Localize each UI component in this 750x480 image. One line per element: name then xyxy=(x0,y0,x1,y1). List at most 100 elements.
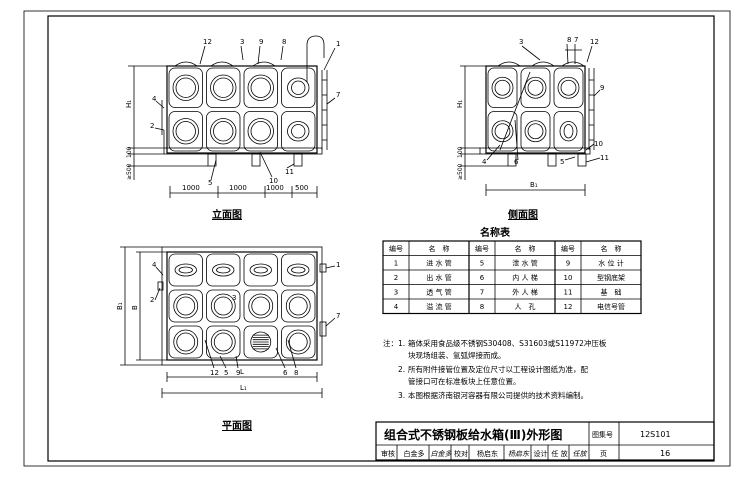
side-callout-7: 7 xyxy=(574,36,578,44)
plan-dim-b: B xyxy=(131,305,139,310)
legend-cell: 水 位 计 xyxy=(598,259,623,268)
side-callout-11: 11 xyxy=(600,154,609,162)
plan-dim-l: L xyxy=(240,368,244,376)
side-dim-b1: B₁ xyxy=(530,181,538,189)
plan-panel xyxy=(281,289,316,323)
elevation-steel-frame xyxy=(163,147,323,155)
side-panel xyxy=(520,111,551,152)
note-1-line-2: 块现场组装、氩弧焊接而成。 xyxy=(408,350,506,360)
notes-label: 注： xyxy=(383,338,398,348)
plan-dim-b1: B₁ xyxy=(116,302,124,310)
plan-panel xyxy=(281,253,316,287)
plan-callout-7: 7 xyxy=(336,312,340,320)
legend-cell: 进 水 管 xyxy=(426,259,451,268)
plan-callout-3: 3 xyxy=(232,294,236,302)
legend-cell: 3 xyxy=(394,289,398,297)
side-panel xyxy=(487,111,518,152)
note-3-num: 3. xyxy=(398,391,405,400)
plan-callout-8: 8 xyxy=(294,369,298,377)
side-callout-9: 9 xyxy=(600,84,604,92)
side-dim-base2: 100 xyxy=(457,146,464,158)
legend-cell: 基 础 xyxy=(601,288,622,297)
elev-callout-9: 9 xyxy=(259,38,263,46)
elevation-view: 1000 1000 1000 500 H₁ 100 ≥500 12 3 9 8 … xyxy=(125,35,340,221)
legend-cell: 泄 水 管 xyxy=(512,259,537,268)
elevation-panel xyxy=(243,111,278,152)
side-callout-6: 6 xyxy=(514,158,519,166)
legend-cell: 8 xyxy=(480,303,484,311)
legend-cell: 型钢底架 xyxy=(597,273,625,282)
notes-block: 注： 1. 箱体采用食品级不锈钢S30408、S31603或S11972冲压板 … xyxy=(383,338,607,400)
elevation-panel xyxy=(168,111,203,152)
signature: 任放 xyxy=(573,450,588,458)
plan-tank-body xyxy=(166,251,318,361)
plan-view: L L₁ B₁ B 4 2 1 3 7 12 5 9 6 8 xyxy=(116,246,340,432)
elev-callout-2: 2 xyxy=(150,122,154,130)
elev-dim-2: 1000 xyxy=(229,184,247,192)
side-dim-h1: H₁ xyxy=(456,100,464,108)
elevation-panel xyxy=(281,67,316,108)
legend-header-cell: 编号 xyxy=(475,244,489,253)
plan-dim-l1: L₁ xyxy=(240,384,247,392)
legend-cell: 9 xyxy=(566,260,570,268)
plan-callout-1: 1 xyxy=(336,261,340,269)
elevation-title: 立面图 xyxy=(212,208,242,221)
elev-dim-3: 1000 xyxy=(266,184,284,192)
page-number: 16 xyxy=(660,449,670,458)
legend-cell: 内 人 梯 xyxy=(512,273,537,282)
legend-cell: 12 xyxy=(564,303,573,311)
plan-panel xyxy=(243,325,278,359)
note-2-line-2: 管接口可在标准板块上任意位置。 xyxy=(408,376,521,386)
legend-cell: 10 xyxy=(564,274,573,282)
title-block-cell: 设计 xyxy=(534,449,548,458)
side-callout-4: 4 xyxy=(482,158,487,166)
elev-callout-7: 7 xyxy=(336,91,340,99)
side-panel xyxy=(553,111,584,152)
elev-dim-1: 1000 xyxy=(182,184,200,192)
legend-cell: 溢 流 管 xyxy=(426,302,451,311)
plan-panel xyxy=(243,253,278,287)
legend-header-cell: 名 称 xyxy=(601,244,622,253)
elev-callout-11: 11 xyxy=(285,168,294,176)
plan-callout-2: 2 xyxy=(150,296,154,304)
legend-cell: 6 xyxy=(480,274,485,282)
note-2-num: 2. xyxy=(398,365,405,374)
title-block-cell: 校对 xyxy=(454,449,468,458)
plan-title: 平面图 xyxy=(222,420,252,432)
plan-callout-12: 12 xyxy=(210,369,219,377)
legend-cell: 11 xyxy=(564,289,573,297)
elevation-panel xyxy=(206,67,241,108)
inner-frame xyxy=(47,15,715,462)
title-block-cell: 任 放 xyxy=(551,449,567,458)
drawing-title: 组合式不锈钢板给水箱(Ⅲ)外形图 xyxy=(384,427,562,442)
elev-callout-8: 8 xyxy=(282,38,286,46)
note-2-line-1: 所有附件接管位置及定位尺寸以工程设计图纸为准，配 xyxy=(408,364,588,374)
title-block-cell: 白金多 xyxy=(404,449,425,458)
elev-callout-4: 4 xyxy=(152,95,157,103)
plan-callout-6: 6 xyxy=(283,369,288,377)
side-view: B₁ H₁ 100 ≥500 3 8 7 12 9 4 6 10 5 11 侧面… xyxy=(456,36,609,221)
plan-panel xyxy=(168,325,203,359)
legend-header-cell: 名 称 xyxy=(429,244,450,253)
side-panel xyxy=(487,67,518,108)
legend-title: 名称表 xyxy=(480,226,511,239)
elev-callout-10: 10 xyxy=(269,177,278,185)
plan-panel xyxy=(206,325,241,359)
side-panel xyxy=(520,67,551,108)
side-callout-12: 12 xyxy=(590,38,599,46)
side-panel xyxy=(553,67,584,108)
plan-callout-9: 9 xyxy=(236,369,240,377)
elev-dim-h1: H₁ xyxy=(125,100,133,108)
outer-frame xyxy=(23,10,731,467)
elev-callout-12: 12 xyxy=(203,38,212,46)
side-callout-8: 8 xyxy=(567,36,571,44)
legend-header-cell: 编号 xyxy=(561,244,575,253)
legend-cell: 外 人 梯 xyxy=(512,288,537,297)
legend-header-cell: 名 称 xyxy=(515,244,536,253)
side-ladder xyxy=(588,68,595,150)
title-block: 组合式不锈钢板给水箱(Ⅲ)外形图 图集号 12S101 页 16 审核白金多白金… xyxy=(375,421,715,461)
note-3-line-1: 本图根据济南银河容器有限公司提供的技术资料编制。 xyxy=(408,390,588,400)
side-title: 侧面图 xyxy=(508,208,538,221)
